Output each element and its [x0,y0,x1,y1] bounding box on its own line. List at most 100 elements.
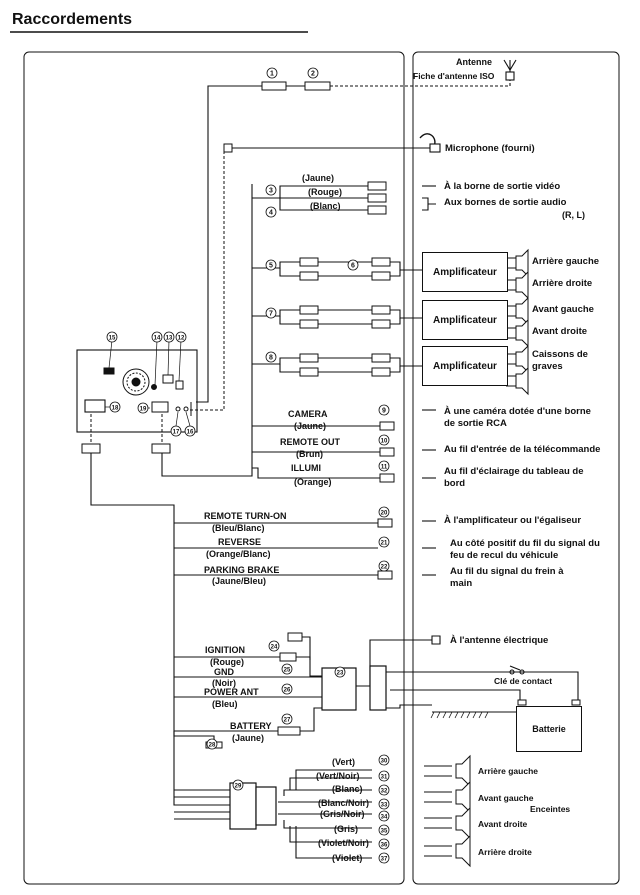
callout-13: 13 [163,331,175,343]
illumi-label: ILLUMI [291,463,321,473]
speaker-rear-right: Arrière droite [478,847,532,857]
speaker-wire-violet-black: (Violet/Noir) [318,838,369,848]
callout-11: 11 [378,460,390,472]
amplifier-subwoofer: Amplificateur [422,346,508,386]
callout-number: 31 [381,775,388,781]
speaker-wire-grey-black: (Gris/Noir) [320,809,365,819]
callout-number: 13 [166,336,173,342]
callout-10: 10 [378,434,390,446]
amplifier-rear: Amplificateur [422,252,508,292]
callout-number: 27 [284,718,291,724]
remote-out-color: (Brun) [296,449,323,459]
callout-number: 10 [381,439,388,445]
ignition-color: (Rouge) [210,657,244,667]
callout-number: 17 [173,430,180,436]
wire-color-yellow: (Jaune) [302,173,335,183]
antenna-label: Antenne [456,57,492,67]
callout-number: 32 [381,789,388,795]
callout-34: 34 [378,810,390,822]
callout-number: 12 [178,336,185,342]
callout-4: 4 [265,206,277,218]
callout-35: 35 [378,824,390,836]
callout-18: 18 [109,401,121,413]
callout-32: 32 [378,784,390,796]
microphone-label: Microphone (fourni) [445,143,535,154]
callout-33: 33 [378,798,390,810]
video-out-desc: À la borne de sortie vidéo [444,181,561,192]
battery: Batterie [516,706,582,752]
callout-number: 33 [381,803,388,809]
callout-number: 24 [271,645,278,651]
battery-wire-color: (Jaune) [232,733,265,743]
gnd-color: (Noir) [212,678,236,688]
callout-9: 9 [378,404,390,416]
callout-22: 22 [378,560,390,572]
antenna-plug-label: Fiche d'antenne ISO [413,71,495,81]
callout-number: 18 [112,406,119,412]
callout-24: 24 [268,640,280,652]
callout-16: 16 [184,425,196,437]
callout-number: 16 [187,430,194,436]
callout-number: 22 [381,565,388,571]
callout-number: 15 [109,336,116,342]
callout-7: 7 [265,307,277,319]
callout-20: 20 [378,506,390,518]
callout-number: 30 [381,759,388,765]
speaker-wire-green-black: (Vert/Noir) [316,771,360,781]
remote-turn-on-label: REMOTE TURN-ON [204,511,287,521]
callout-21: 21 [378,536,390,548]
callout-number: 23 [337,671,344,677]
callout-number: 21 [381,541,388,547]
callout-3: 3 [265,184,277,196]
callout-number: 14 [154,336,161,342]
callout-number: 8 [269,355,273,362]
speaker-rear-left: Arrière gauche [478,766,538,776]
callout-number: 29 [235,784,242,790]
audio-out-desc: Aux bornes de sortie audio [444,197,567,208]
callout-number: 9 [382,408,386,415]
power-ant-color: (Bleu) [212,699,238,709]
parking-brake-label: PARKING BRAKE [204,565,280,575]
callout-29: 29 [232,779,244,791]
reverse-desc: Au côté positif du fil du signal du feu … [450,538,600,561]
callout-number: 26 [284,688,291,694]
speaker-front-left: Avant gauche [478,793,534,803]
callout-15: 15 [106,331,118,343]
audio-out-rl: (R, L) [562,210,585,220]
ignition-label: IGNITION [205,645,245,655]
speaker-front-right: Avant droite [478,819,528,829]
callout-31: 31 [378,770,390,782]
callout-number: 11 [381,465,388,471]
callout-37: 37 [378,852,390,864]
callout-1: 1 [266,67,278,79]
speaker-wire-white: (Blanc) [332,784,363,794]
callout-number: 5 [269,263,273,270]
illumi-color: (Orange) [294,477,332,487]
speakers-group-label: Enceintes [530,804,571,814]
callout-number: 34 [381,815,388,821]
callout-30: 30 [378,754,390,766]
speaker-wire-grey: (Gris) [334,824,359,834]
callout-36: 36 [378,838,390,850]
wire-color-red: (Rouge) [308,187,342,197]
callout-number: 3 [269,188,273,195]
callout-27: 27 [281,713,293,725]
camera-label: CAMERA [288,409,328,419]
illumi-desc: Au fil d'éclairage du tableau de bord [444,466,584,489]
remote-turn-on-desc: À l'amplificateur ou l'égaliseur [444,515,582,526]
camera-desc: À une caméra dotée d'une borne de sortie… [444,406,591,429]
callout-number: 1 [270,71,274,78]
electric-antenna-desc: À l'antenne électrique [450,635,549,646]
callout-number: 6 [351,263,355,270]
amp-speaker-front-left: Avant gauche [532,304,594,315]
camera-color: (Jaune) [294,421,327,431]
amplifier-front: Amplificateur [422,300,508,340]
callout-25: 25 [281,663,293,675]
parking-brake-color: (Jaune/Bleu) [212,576,267,586]
callout-19: 19 [137,402,149,414]
head-unit [76,349,198,433]
callout-28: 28 [206,738,218,750]
power-ant-label: POWER ANT [204,687,259,697]
